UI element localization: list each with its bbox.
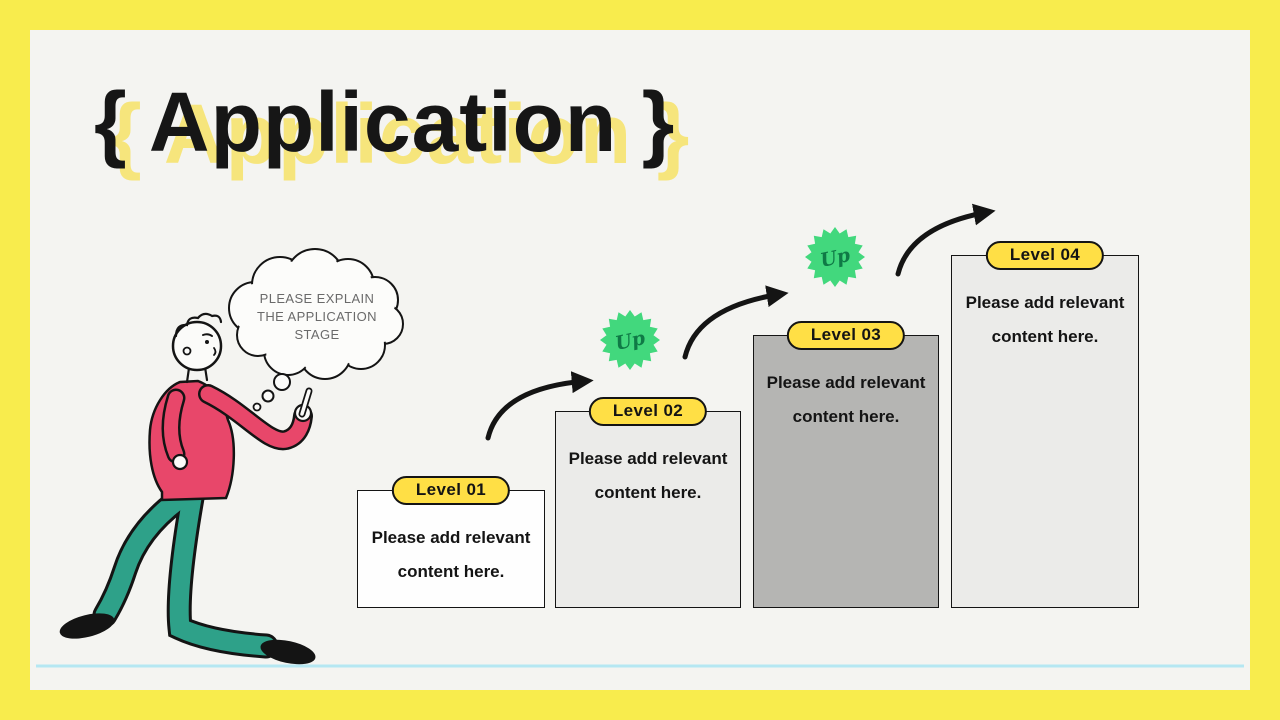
thought-trail-dot-large [273, 373, 291, 391]
person-right-arm [200, 386, 311, 448]
person-front-leg [95, 490, 188, 625]
level-03-content-line2: content here. [792, 407, 900, 426]
person-eye [205, 340, 209, 344]
level-04-badge: Level 04 [985, 241, 1105, 270]
person-head [171, 320, 223, 372]
up-starburst-2: Up [805, 227, 865, 287]
level-02-content-line2: content here. [594, 483, 702, 502]
level-04-content-line1: Please add relevant [965, 293, 1125, 312]
level-02-content-line1: Please add relevant [568, 449, 728, 468]
thought-bubble-text-line2: THE APPLICATION [257, 309, 377, 324]
illustration-overlay: PLEASE EXPLAIN THE APPLICATION STAGE Up … [36, 203, 1244, 668]
level-01-badge: Level 01 [391, 476, 511, 505]
thought-bubble-text-line3: STAGE [294, 327, 339, 342]
person-left-hand [171, 453, 189, 471]
arrow-level3-to-level4 [895, 203, 996, 277]
slide-canvas: { Application } [30, 30, 1250, 690]
level-01-content-line1: Please add relevant [371, 528, 531, 547]
person-illustration [59, 312, 316, 665]
person-back-shoe [260, 639, 316, 665]
thought-bubble-text-line1: PLEASE EXPLAIN [260, 291, 375, 306]
thought-bubble-cloud-fill [231, 251, 401, 377]
level-02-box: Level 02 Please add relevant content her… [555, 397, 741, 608]
person-ear [182, 346, 192, 356]
thought-bubble: PLEASE EXPLAIN THE APPLICATION STAGE [228, 248, 404, 412]
arrow-level2-to-level3 [682, 285, 789, 360]
progress-arrows [485, 203, 996, 441]
up-starburst-1: Up [600, 310, 660, 370]
level-01-box: Level 01 Please add relevant content her… [357, 476, 545, 608]
level-03-badge: Level 03 [786, 321, 906, 350]
person-left-arm [164, 391, 183, 461]
level-04-content-line2: content here. [991, 327, 1099, 346]
level-02-badge: Level 02 [588, 397, 708, 426]
level-04-content: Please add relevant content here. [958, 286, 1132, 354]
level-04-box: Level 04 Please add relevant content her… [951, 241, 1139, 608]
level-01-content: Please add relevant content here. [364, 521, 538, 589]
person-eyebrow [202, 333, 213, 337]
person-back-leg [169, 488, 276, 656]
level-03-content-line1: Please add relevant [766, 373, 926, 392]
level-03-box: Level 03 Please add relevant content her… [753, 321, 939, 608]
level-02-content: Please add relevant content here. [562, 442, 734, 510]
person-hair [174, 312, 223, 338]
person-front-shoe [59, 613, 115, 639]
thought-trail-dot-medium [261, 389, 275, 403]
arrow-level1-to-level2 [485, 371, 594, 441]
thought-trail-dot-small [252, 402, 262, 412]
level-03-content: Please add relevant content here. [760, 366, 932, 434]
level-01-content-line2: content here. [397, 562, 505, 581]
person-pointing-finger [300, 389, 311, 416]
slide-title: { Application } [94, 75, 676, 169]
person-nose [213, 347, 217, 356]
